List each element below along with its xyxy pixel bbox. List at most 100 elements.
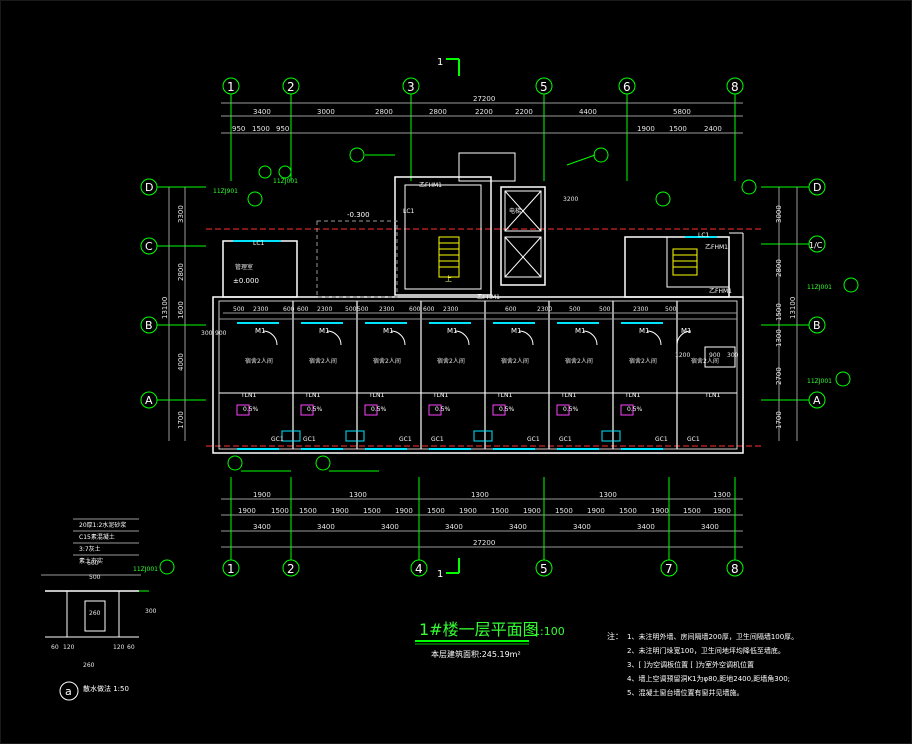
axis-bubble-left: C <box>140 237 206 255</box>
dim-bottom: 1900 <box>523 507 541 515</box>
top-axis-bubbles: 1 2 3 5 6 8 <box>222 77 744 181</box>
dim-misc: 1200 <box>675 352 690 359</box>
left-axis-bubbles: D C B A <box>140 178 206 409</box>
window-code: GC1 <box>303 436 316 443</box>
door-code: TLN1 <box>624 392 640 399</box>
door-code: M1 <box>383 327 394 335</box>
axis-bubble-right: B <box>761 316 826 334</box>
dim-interior: 500 <box>665 306 677 313</box>
dim-interior: 600 <box>409 306 421 313</box>
dim-top-small: 950 <box>232 125 245 133</box>
axis-bubble-top: 3 <box>402 77 420 181</box>
section-mark-top: 1 <box>437 57 460 76</box>
dim-bottom-unit: 3400 <box>509 523 527 531</box>
detail-dim: 300 <box>145 608 157 615</box>
dim-bottom: 1500 <box>683 507 701 515</box>
dim-top: 3400 <box>253 108 271 116</box>
dim-bottom-unit: 3400 <box>701 523 719 531</box>
detail-caption-letter: a <box>65 685 72 698</box>
door-window-codes: M1 M1 M1 M1 M1 M1 M1 M1 TLN1 TLN1 TLN1 T… <box>240 182 732 443</box>
dim-top: 2200 <box>515 108 533 116</box>
dim-interior: 500 <box>569 306 581 313</box>
slope: 0.5% <box>627 406 643 413</box>
dim-right: 1700 <box>775 411 783 429</box>
detail-caption: 散水做法 1:50 <box>83 684 129 693</box>
dim-interior: 600 <box>423 306 435 313</box>
door-swings <box>262 330 692 346</box>
axis-letter: A <box>813 394 821 407</box>
top-dimensions: 27200 3400 3000 2800 2800 2200 2200 4400… <box>221 95 743 134</box>
dim-bottom-unit: 3400 <box>381 523 399 531</box>
note-item: 1、未注明外墙、房间隔墙200厚，卫生间隔墙100厚。 <box>627 632 798 641</box>
dim-misc: 300 <box>727 352 739 359</box>
dim-right-total: 13100 <box>789 297 797 319</box>
axis-number: 4 <box>415 562 423 576</box>
dim-left: 4000 <box>177 353 185 371</box>
door-code: M1 <box>255 327 266 335</box>
note-ref: 11ZJ001 <box>273 178 298 185</box>
axis-bubble-top: 1 <box>222 77 240 181</box>
axis-bubble-left: B <box>140 316 206 334</box>
bottom-axis-bubbles: 1 2 4 5 7 8 <box>222 477 744 577</box>
dim-bottom-unit: 3400 <box>573 523 591 531</box>
window-code: GC1 <box>271 436 284 443</box>
section-label: 1 <box>437 57 443 68</box>
door-code: TLN1 <box>304 392 320 399</box>
window-code: GC1 <box>687 436 700 443</box>
dim-bottom: 1500 <box>491 507 509 515</box>
dim-left: 3300 <box>177 205 185 223</box>
ac-boxes <box>236 404 634 442</box>
axis-bubble-bottom: 8 <box>726 477 744 577</box>
dim-interior: 500 <box>233 306 245 313</box>
dim-bottom: 1900 <box>238 507 256 515</box>
dim-bottom-fine: 1300 <box>471 491 489 499</box>
drawing-scale: 1:100 <box>533 625 565 638</box>
notes-block: 注： 1、未注明外墙、房间隔墙200厚，卫生间隔墙100厚。 2、未注明门垛宽1… <box>607 631 798 697</box>
axis-number: 8 <box>731 562 739 576</box>
window-code: GC1 <box>399 436 412 443</box>
detail-callouts: 11ZJ901 11ZJ001 11ZJ001 11ZJ001 <box>213 147 859 472</box>
door-code: 乙FHM1 <box>705 244 728 251</box>
door-code: TLN1 <box>368 392 384 399</box>
axis-bubble-right: A <box>761 391 826 409</box>
window-code: LC1 <box>253 240 265 247</box>
dim-interior: 2300 <box>633 306 648 313</box>
slope: 0.5% <box>371 406 387 413</box>
door-code: M1 <box>319 327 330 335</box>
dim-right: 3000 <box>775 205 783 223</box>
axis-bubble-bottom: 2 <box>282 477 300 577</box>
dim-top: 2800 <box>375 108 393 116</box>
window-code: LC1 <box>403 208 415 215</box>
room-label-elevator: 电梯 <box>509 207 521 215</box>
dim-bottom-unit: 3400 <box>445 523 463 531</box>
door-code: M1 <box>447 327 458 335</box>
detail-dim: 120 <box>113 644 125 651</box>
axis-bubble-bottom: 5 <box>535 477 553 577</box>
dim-top: 4400 <box>579 108 597 116</box>
axis-number: 2 <box>287 562 295 576</box>
axis-bubble-top: 5 <box>535 77 553 181</box>
dim-top-small: 1500 <box>252 125 270 133</box>
door-code: M1 <box>681 327 692 335</box>
door-code: M1 <box>639 327 650 335</box>
detail-layer: 20厚1:2水泥砂浆 <box>79 521 126 529</box>
dim-bottom: 1900 <box>395 507 413 515</box>
slope: 0.5% <box>243 406 259 413</box>
dim-bottom: 1500 <box>555 507 573 515</box>
dim-left: 1600 <box>177 301 185 319</box>
dim-interior: 500 <box>345 306 357 313</box>
dim-bottom: 1500 <box>271 507 289 515</box>
axis-letter: B <box>813 319 821 332</box>
dim-bottom: 1900 <box>587 507 605 515</box>
dim-misc: 300 <box>201 330 213 337</box>
axis-number: 3 <box>407 80 415 94</box>
dim-right: 1300 <box>775 329 783 347</box>
detail-drawing: 20厚1:2水泥砂浆 C15素混凝土 3:7灰土 素土夯实 600 500 26… <box>41 518 175 701</box>
dim-bottom: 1500 <box>363 507 381 515</box>
slope: 0.5% <box>563 406 579 413</box>
dim-misc: 900 <box>215 330 227 337</box>
dim-bottom: 1900 <box>331 507 349 515</box>
stair-up-label: 上 <box>445 274 452 283</box>
dormitory-units <box>219 301 737 449</box>
